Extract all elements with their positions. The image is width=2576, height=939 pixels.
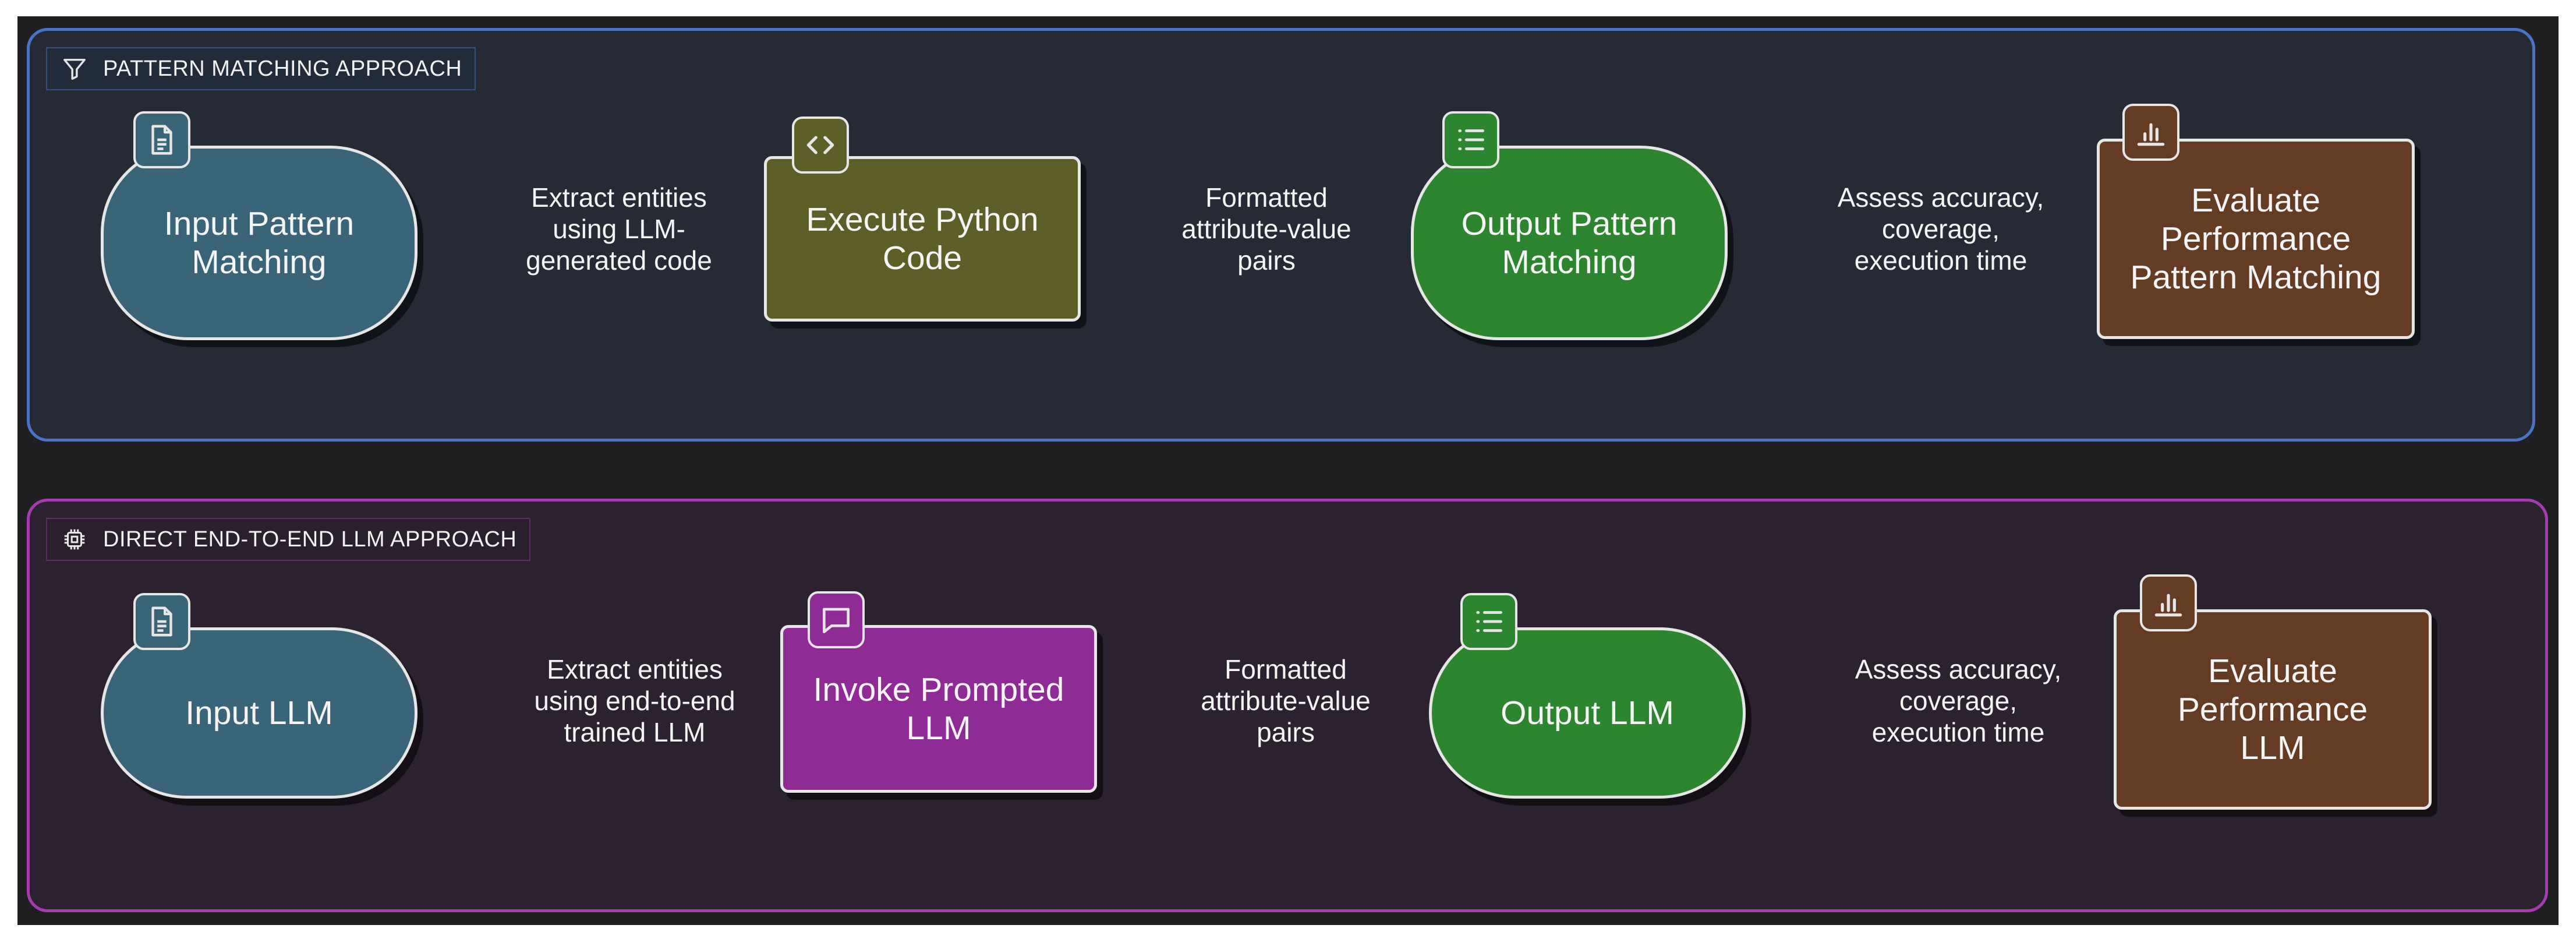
direct-llm-group-label: DIRECT END-TO-END LLM APPROACH xyxy=(46,518,531,561)
edge-label: Assess accuracy, coverage, execution tim… xyxy=(1837,654,2079,748)
node-badge xyxy=(133,593,190,650)
node-label: Evaluate Performance LLM xyxy=(2177,652,2368,767)
pattern-matching-group-label: PATTERN MATCHING APPROACH xyxy=(46,47,476,90)
diagram-canvas: PATTERN MATCHING APPROACH DIRECT END-TO-… xyxy=(17,16,2559,925)
node-label: Input LLM xyxy=(185,694,333,732)
code-icon xyxy=(806,136,834,154)
node-execute-python-code[interactable]: Execute Python Code xyxy=(764,156,1081,322)
node-badge xyxy=(792,117,849,174)
chat-icon xyxy=(823,608,850,633)
node-output-llm[interactable]: Output LLM xyxy=(1429,627,1746,799)
node-badge xyxy=(1442,111,1499,168)
node-output-pattern-matching[interactable]: Output Pattern Matching xyxy=(1411,146,1728,340)
group-label-text: DIRECT END-TO-END LLM APPROACH xyxy=(103,527,517,552)
node-badge xyxy=(2140,574,2197,631)
node-label: Output Pattern Matching xyxy=(1461,205,1678,281)
node-label: Invoke Prompted LLM xyxy=(813,671,1064,747)
node-label: Execute Python Code xyxy=(806,201,1039,277)
document-icon xyxy=(151,606,172,637)
node-label: Output LLM xyxy=(1501,694,1674,732)
edge-label: Formatted attribute-value pairs xyxy=(1166,182,1367,276)
edge-label: Assess accuracy, coverage, execution tim… xyxy=(1820,182,2062,276)
chip-icon xyxy=(64,529,85,550)
filter-icon xyxy=(63,58,86,80)
bar-chart-icon xyxy=(2137,123,2165,146)
node-input-pattern-matching[interactable]: Input Pattern Matching xyxy=(101,146,417,340)
list-icon xyxy=(1476,611,1502,632)
node-input-llm[interactable]: Input LLM xyxy=(101,627,417,799)
node-evaluate-performance-pattern-matching[interactable]: Evaluate Performance Pattern Matching xyxy=(2097,139,2415,339)
bar-chart-icon xyxy=(2154,594,2182,617)
node-evaluate-performance-llm[interactable]: Evaluate Performance LLM xyxy=(2114,609,2432,810)
edge-label: Extract entities using end-to-end traine… xyxy=(514,654,756,748)
node-badge xyxy=(2122,104,2179,161)
list-icon xyxy=(1458,129,1484,150)
node-invoke-prompted-llm[interactable]: Invoke Prompted LLM xyxy=(780,625,1097,793)
node-label: Evaluate Performance Pattern Matching xyxy=(2130,182,2382,296)
edge-label: Formatted attribute-value pairs xyxy=(1185,654,1386,748)
node-label: Input Pattern Matching xyxy=(164,205,355,281)
node-badge xyxy=(1460,593,1517,650)
document-icon xyxy=(151,125,172,155)
node-badge xyxy=(133,111,190,168)
edge-label: Extract entities using LLM-generated cod… xyxy=(504,182,734,276)
group-label-text: PATTERN MATCHING APPROACH xyxy=(103,57,462,81)
node-badge xyxy=(808,591,865,648)
